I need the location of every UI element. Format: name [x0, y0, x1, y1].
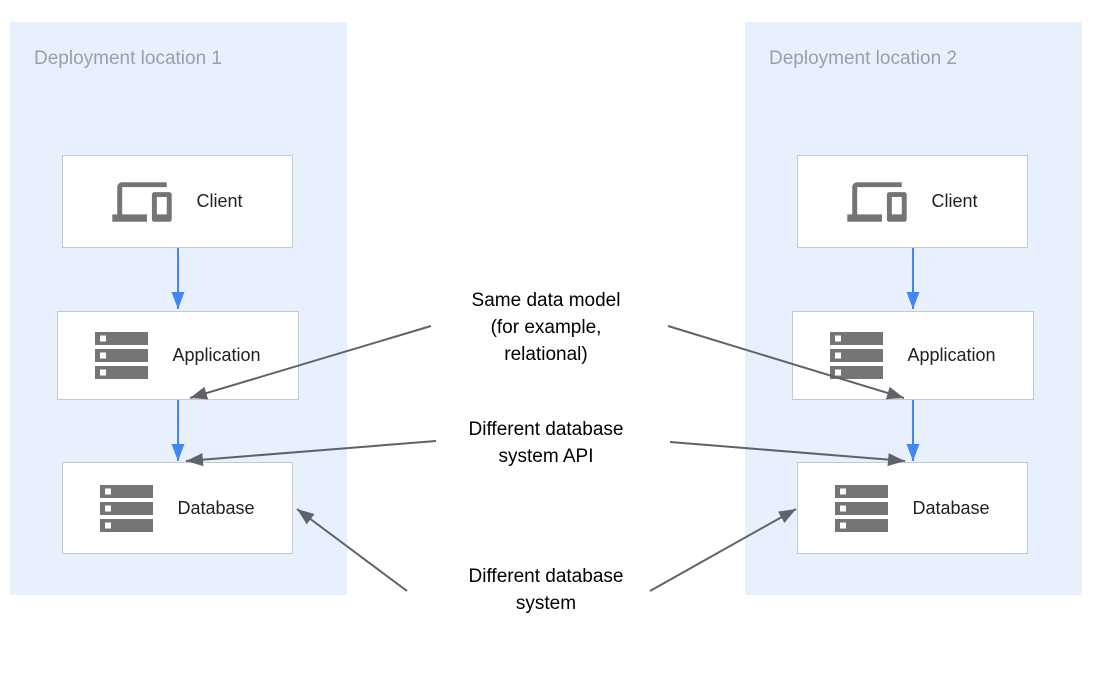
- panel-title: Deployment location 1: [34, 48, 222, 69]
- annotation-line: (for example,: [490, 317, 602, 338]
- annotation-line: Different database: [468, 419, 624, 440]
- annotation-line: Different database: [468, 566, 624, 587]
- node-label: Database: [177, 497, 255, 518]
- node-application: Application: [792, 311, 1034, 400]
- annotation-line: relational): [504, 344, 588, 365]
- storage-icon: [95, 332, 149, 379]
- annotation-same-data-model: Same data model (for example, relational…: [406, 287, 686, 368]
- node-label: Application: [907, 345, 996, 365]
- node-label: Client: [931, 191, 978, 211]
- annotation-different-database-system-api: Different database system API: [406, 416, 686, 470]
- devices-icon: [112, 176, 173, 228]
- panel-deployment-location-2: Deployment location 2 Client A: [745, 22, 1082, 595]
- devices-icon: [847, 176, 908, 228]
- panel-deployment-location-1: Deployment location 1 Client A: [10, 22, 347, 595]
- storage-icon: [100, 484, 154, 532]
- storage-icon: [835, 484, 889, 532]
- node-application: Application: [57, 311, 299, 400]
- node-label: Client: [196, 191, 243, 211]
- annotation-line: system API: [498, 446, 594, 467]
- node-client: Client: [797, 155, 1028, 248]
- node-label: Database: [912, 497, 990, 518]
- annotation-line: system: [515, 593, 577, 614]
- annotation-different-database-system: Different database system: [406, 563, 686, 617]
- node-client: Client: [62, 155, 293, 248]
- node-database: Database: [62, 462, 293, 554]
- panel-title: Deployment location 2: [769, 48, 957, 69]
- node-label: Application: [172, 345, 261, 365]
- storage-icon: [830, 332, 884, 379]
- annotation-line: Same data model: [471, 290, 621, 311]
- node-database: Database: [797, 462, 1028, 554]
